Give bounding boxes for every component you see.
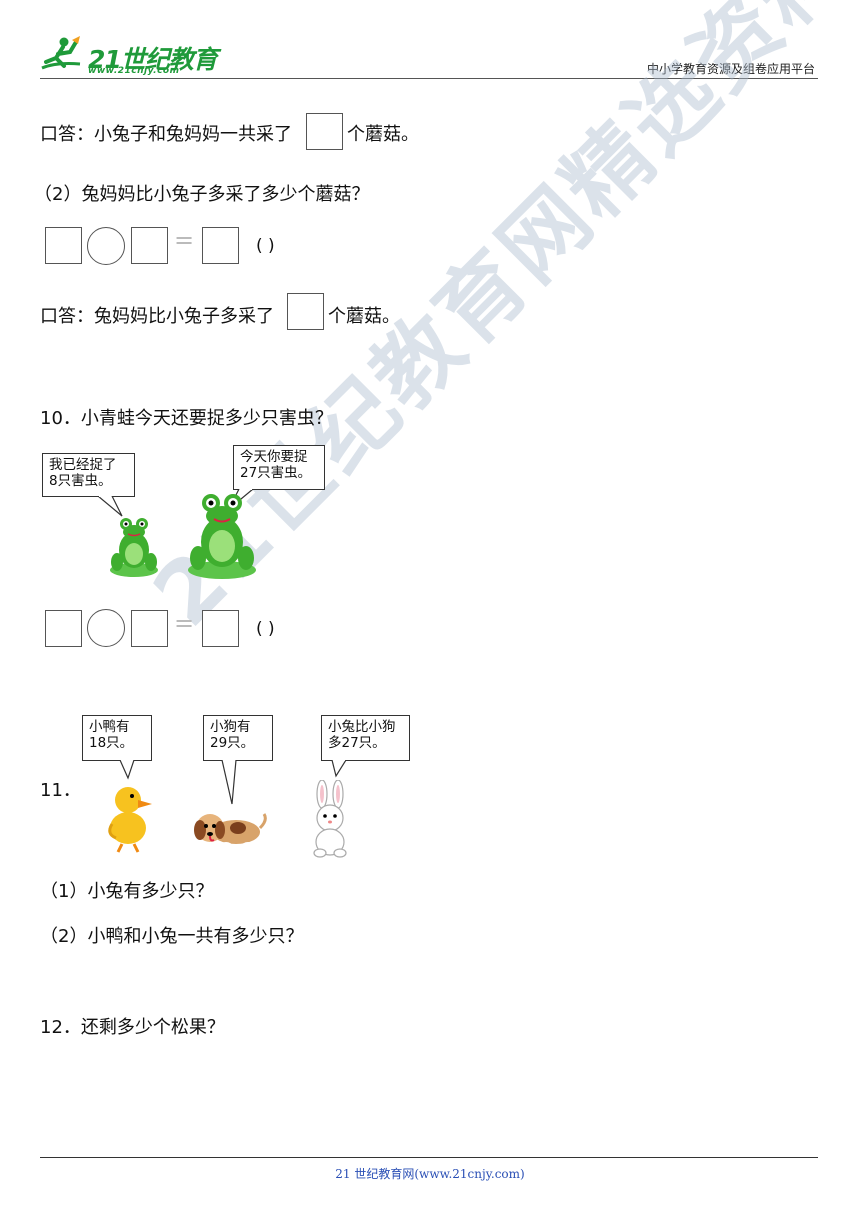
q9-unit-paren[interactable]: ( ) (256, 236, 275, 256)
q11-bubble-rabbit: 小兔比小狗 多27只。 (321, 715, 410, 761)
rabbit-icon (313, 780, 347, 858)
q9-answer1: 口答：小兔子和兔妈妈一共采了 (40, 120, 292, 146)
q11-bubble-rabbit-tail (331, 760, 347, 778)
q9-answer1-suffix: 个蘑菇。 (347, 124, 419, 145)
q10-result-box[interactable] (202, 610, 239, 647)
q9-result-box[interactable] (202, 227, 239, 264)
dog-icon (194, 813, 267, 850)
q9-answer1-box[interactable] (306, 113, 343, 150)
q9-answer2-prefix: 口答：兔妈妈比小兔子多采了 (40, 306, 274, 327)
q10-question: 10．小青蛙今天还要捉多少只害虫？ (40, 408, 333, 429)
q11-bubble-duck: 小鸭有 18只。 (82, 715, 152, 761)
duck-icon (108, 787, 152, 853)
header-platform-text: 中小学教育资源及组卷应用平台 (646, 62, 815, 76)
q10-equals-sign: = (174, 609, 195, 637)
logo (36, 34, 86, 76)
q9-answer2-suffix: 个蘑菇。 (328, 306, 400, 327)
logo-text: 21世纪教育 (88, 45, 218, 74)
q10-bubble-small-frog: 我已经捉了 8只害虫。 (42, 453, 135, 497)
big-frog-icon (188, 494, 256, 579)
footer-text[interactable]: 21 世纪教育网(www.21cnjy.com) (335, 1167, 525, 1181)
q11-bubble-duck-tail (119, 760, 135, 780)
q10-bubble-big-frog: 今天你要捉 27只害虫。 (233, 445, 325, 490)
q9-operand1-box[interactable] (45, 227, 82, 264)
q10-unit-paren[interactable]: ( ) (256, 619, 275, 639)
logo-url: www.21cnjy.com (88, 66, 180, 76)
q10-operand2-box[interactable] (131, 610, 168, 647)
runner-logo-icon (41, 36, 81, 70)
q9-answer2-box[interactable] (287, 293, 324, 330)
q9-answer1-prefix: 口答：小兔子和兔妈妈一共采了 (40, 124, 292, 145)
q11-bubble-dog: 小狗有 29只。 (203, 715, 273, 761)
q11-bubble-dog-tail (221, 760, 237, 805)
small-frog-icon (110, 518, 158, 577)
q10-bubble-small-tail (97, 496, 123, 517)
q9-operand2-box[interactable] (131, 227, 168, 264)
q9-equals-sign: = (174, 226, 195, 254)
q11-number: 11． (40, 780, 81, 801)
q9-operator-circle[interactable] (87, 227, 125, 265)
header-divider (40, 78, 818, 79)
q11-part2: （2）小鸭和小兔一共有多少只？ (40, 926, 304, 947)
q10-operator-circle[interactable] (87, 609, 125, 647)
q10-operand1-box[interactable] (45, 610, 82, 647)
q12-question: 12．还剩多少个松果？ (40, 1017, 225, 1038)
q9-part2-question: （2）兔妈妈比小兔子多采了多少个蘑菇？ (34, 184, 370, 205)
q11-part1: （1）小兔有多少只？ (40, 881, 214, 902)
footer-divider (40, 1157, 818, 1158)
